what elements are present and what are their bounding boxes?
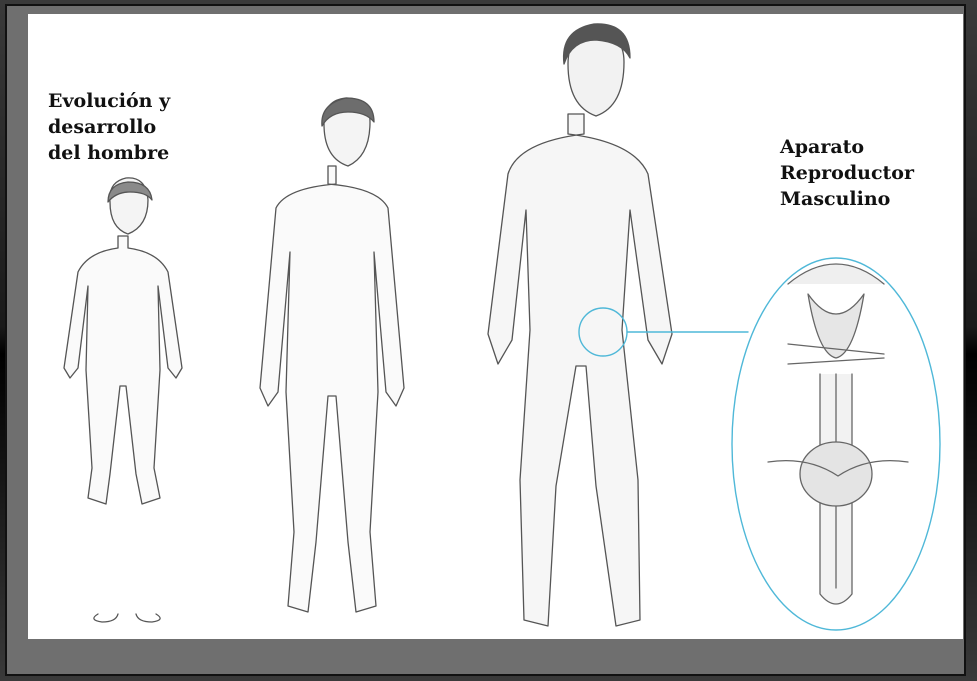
- reproductive-organ-detail: [768, 264, 908, 604]
- figures-illustration: [28, 14, 963, 639]
- child-figure: [64, 178, 182, 622]
- adolescent-figure: [260, 98, 404, 612]
- illustration-panel: Evolución y desarrollo del hombre Aparat…: [28, 14, 963, 639]
